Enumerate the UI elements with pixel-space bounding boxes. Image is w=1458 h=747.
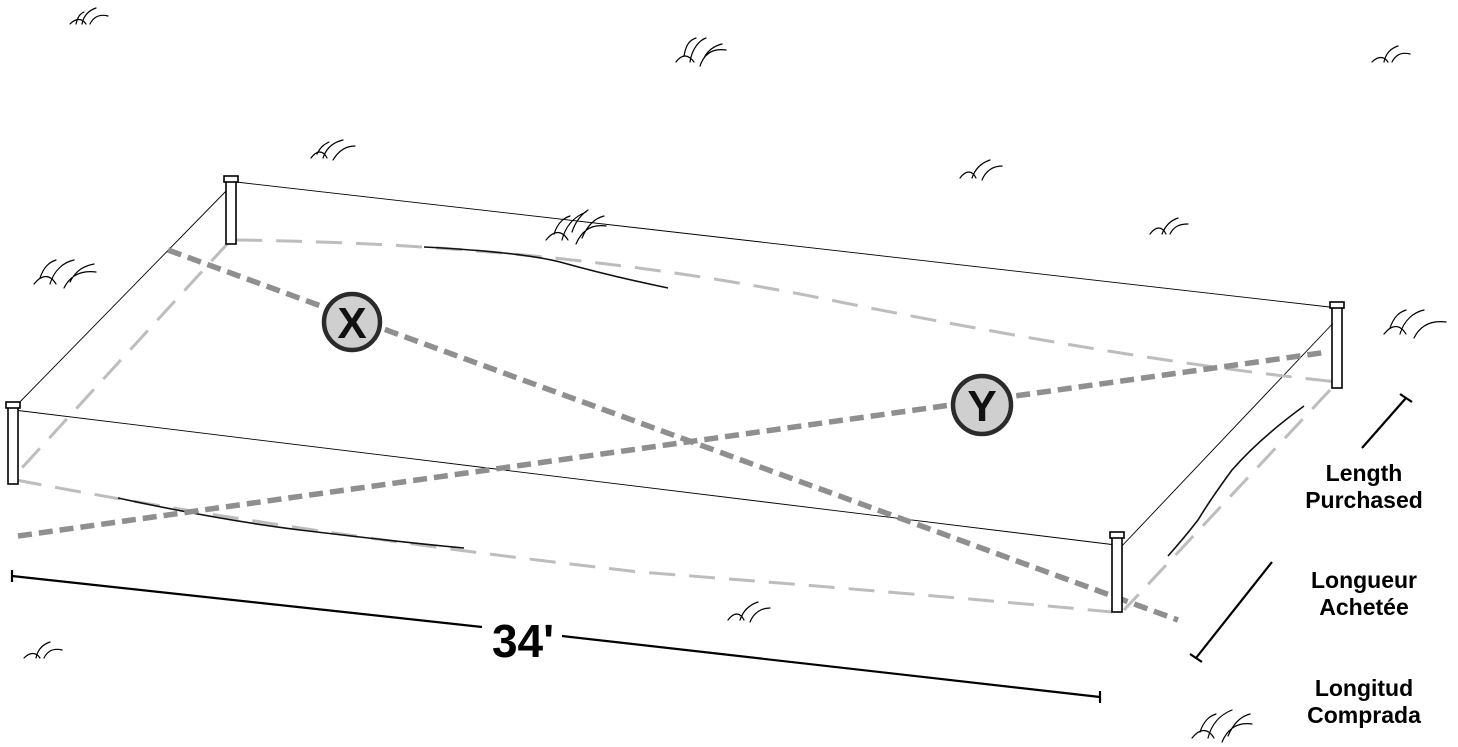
grass-tuft-icon xyxy=(1149,217,1189,235)
grass-tuft-icon xyxy=(959,159,1003,181)
length-label-fr-line2: Achetée xyxy=(1319,594,1409,620)
grass-tuft-icon xyxy=(1371,45,1411,63)
length-label-en-line2: Purchased xyxy=(1305,487,1423,513)
fence-rope-outline xyxy=(13,181,1339,549)
dimension-value: 34' xyxy=(492,615,554,667)
length-label-en: Length Purchased xyxy=(1279,460,1449,514)
loose-tape-sections xyxy=(117,246,1305,557)
fence-post-icon xyxy=(1329,301,1345,389)
width-dimension: 34' xyxy=(10,570,1102,703)
length-dimension xyxy=(1189,393,1413,663)
marker-y: Y xyxy=(950,373,1014,437)
grass-tuft-icon xyxy=(675,37,727,67)
length-label-en-line1: Length xyxy=(1325,460,1403,486)
grass-tuft-icon xyxy=(310,139,356,161)
grass-tuft-icon xyxy=(69,7,109,25)
marker-y-label: Y xyxy=(967,382,996,431)
grass-tuft-icon xyxy=(33,259,97,289)
length-label-fr-line1: Longueur xyxy=(1310,567,1418,593)
ghost-outline xyxy=(15,238,1339,614)
grass-tuft-icon xyxy=(727,601,771,623)
grass-tuft-icon xyxy=(1383,309,1447,339)
length-label-es: Longitud Comprada xyxy=(1279,675,1449,729)
grass-tufts xyxy=(23,7,1447,743)
fence-posts xyxy=(5,175,1345,613)
marker-x-label: X xyxy=(337,299,366,348)
fence-post-icon xyxy=(1109,531,1125,613)
length-label-fr: Longueur Achetée xyxy=(1279,567,1449,621)
diagonal-x xyxy=(167,247,1179,623)
grass-tuft-icon xyxy=(1191,709,1253,743)
marker-x: X xyxy=(321,291,383,353)
fence-post-icon xyxy=(5,401,21,485)
length-label-es-line1: Longitud xyxy=(1314,675,1414,701)
grass-tuft-icon xyxy=(545,209,607,245)
diagonal-y xyxy=(17,349,1329,539)
length-label-es-line2: Comprada xyxy=(1307,702,1421,728)
fence-post-icon xyxy=(223,175,239,245)
grass-tuft-icon xyxy=(23,641,63,659)
